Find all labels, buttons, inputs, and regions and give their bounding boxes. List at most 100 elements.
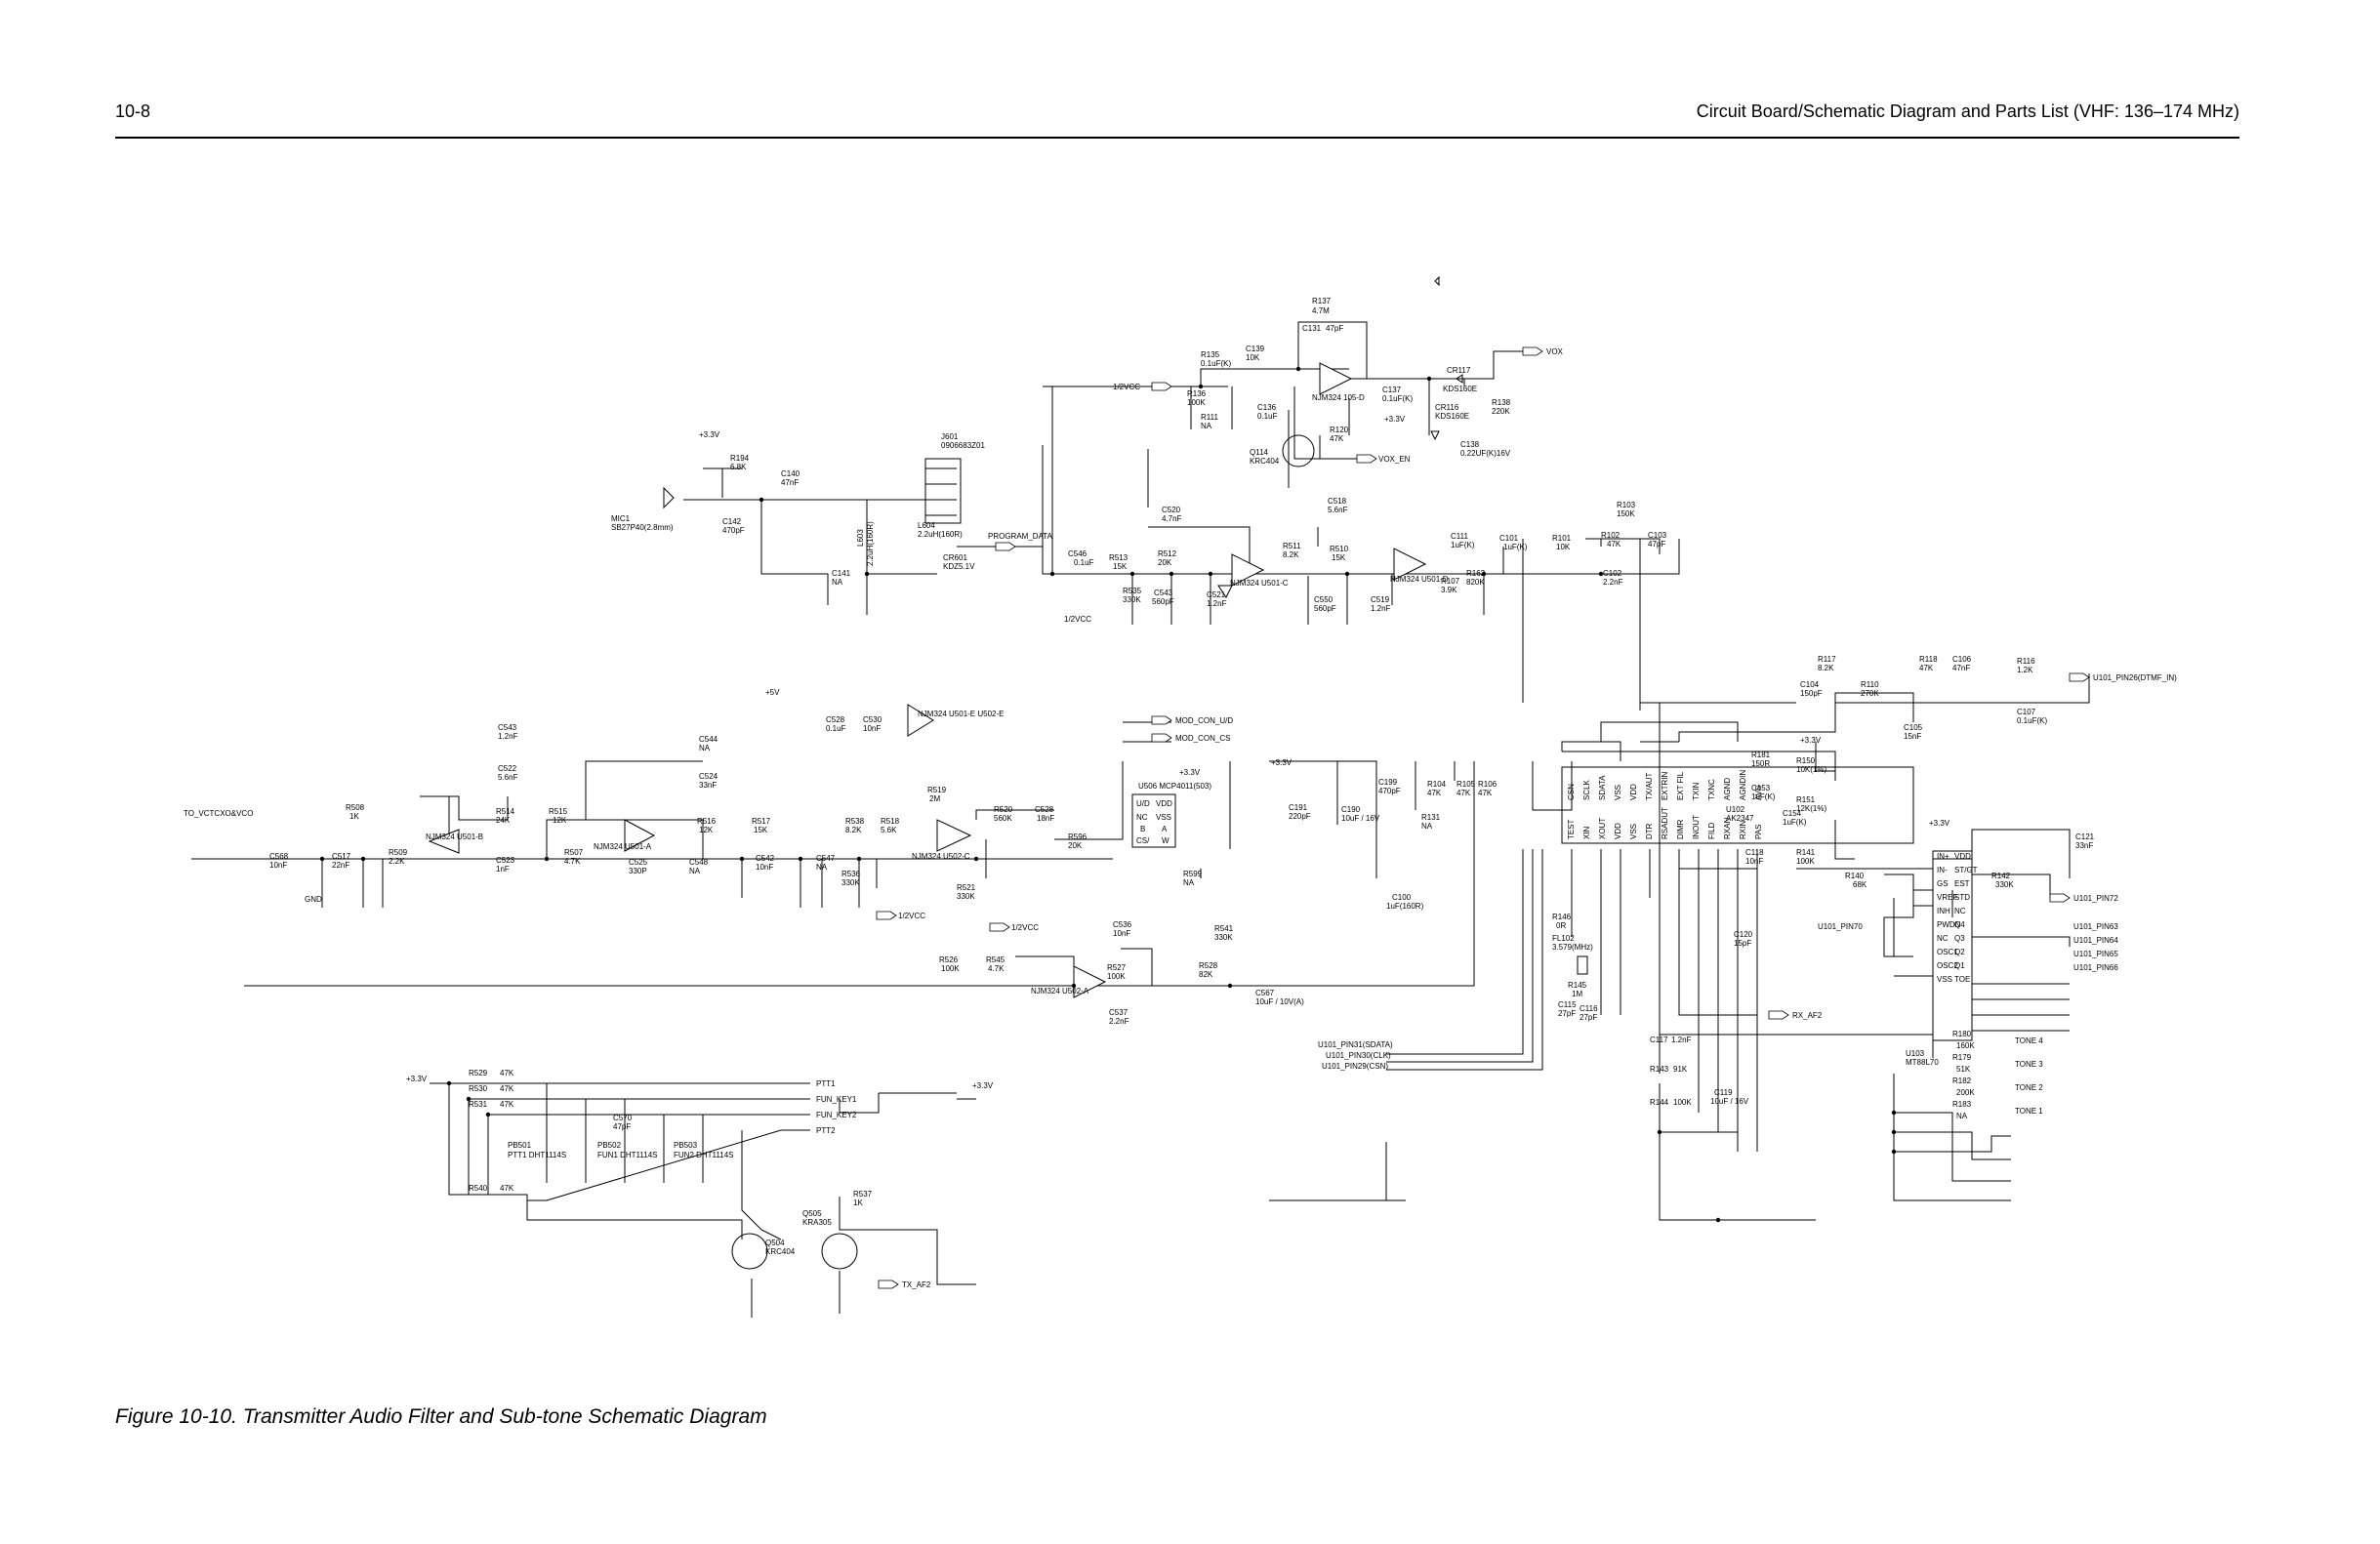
u103-pin-pwdn: PWDN (1937, 920, 1961, 929)
svg-text:91K: 91K (1673, 1065, 1688, 1074)
label-r510: R510 (1330, 545, 1349, 553)
svg-text:470pF: 470pF (722, 526, 745, 535)
svg-text:AK2347: AK2347 (1726, 814, 1754, 823)
svg-text:1.2nF: 1.2nF (1371, 604, 1391, 613)
label-c567: C567 (1255, 989, 1275, 997)
chip-u506 (1131, 793, 1176, 848)
label-u501c: NJM324 U501-C (1230, 579, 1289, 588)
net-clk: U101_PIN30(CLK) (1326, 1051, 1391, 1060)
label-u501b: NJM324 U501-B (426, 833, 483, 841)
svg-text:150pF: 150pF (1800, 689, 1823, 698)
svg-text:FUN1 DHT1114S: FUN1 DHT1114S (597, 1151, 658, 1159)
svg-text:1uF(K): 1uF(K) (1503, 543, 1528, 551)
tag-rx-af2 (1768, 1010, 1789, 1020)
svg-text:KDS160E: KDS160E (1443, 385, 1477, 393)
label-c525: C525 (629, 858, 648, 867)
label-r101: R101 (1552, 534, 1572, 543)
svg-text:47K: 47K (1478, 789, 1493, 797)
net-half-vcc-1: 1/2VCC (1113, 383, 1140, 391)
svg-text:33nF: 33nF (699, 781, 717, 790)
svg-text:150R: 150R (1751, 759, 1770, 768)
svg-text:20K: 20K (1068, 841, 1083, 850)
net-plus33-q505: +3.3V (972, 1081, 994, 1090)
svg-text:560pF: 560pF (1314, 604, 1336, 613)
svg-text:VDD: VDD (1629, 784, 1638, 800)
label-r518: R518 (881, 817, 900, 826)
svg-text:VDD: VDD (1156, 799, 1172, 808)
svg-text:1.2nF: 1.2nF (1671, 1036, 1692, 1044)
op-amp-njm324-105d (1319, 362, 1353, 395)
svg-text:DTR: DTR (1645, 823, 1654, 839)
svg-text:Q4: Q4 (1954, 920, 1965, 929)
net-fun-key1: FUN_KEY1 (816, 1095, 857, 1104)
svg-text:8.2K: 8.2K (845, 826, 862, 834)
svg-text:330P: 330P (629, 867, 647, 875)
svg-text:EXT FIL: EXT FIL (1676, 771, 1685, 800)
u103-pin-inh: INH (1937, 907, 1950, 915)
label-c116: C116 (1580, 1004, 1598, 1013)
label-r107: R107 (1441, 577, 1460, 586)
svg-text:TX/AUT: TX/AUT (1645, 772, 1654, 800)
svg-text:330K: 330K (957, 892, 975, 901)
net-plus33-u506: +3.3V (1179, 768, 1201, 777)
label-c106: C106 (1952, 655, 1972, 664)
label-c140: C140 (781, 469, 800, 478)
svg-text:270K: 270K (1861, 689, 1879, 698)
net-half-vcc-4: 1/2VCC (1011, 923, 1039, 932)
svg-text:INOUT: INOUT (1692, 815, 1701, 839)
svg-text:12K: 12K (699, 826, 714, 834)
label-r514: R514 (496, 807, 515, 816)
svg-text:VSS: VSS (1614, 785, 1622, 800)
svg-text:15K: 15K (754, 826, 768, 834)
transistors (731, 434, 1315, 1270)
label-c568: C568 (269, 852, 289, 861)
svg-text:VSS: VSS (1156, 813, 1171, 822)
label-c522: C522 (498, 764, 517, 773)
label-c544: C544 (699, 735, 718, 744)
u103-pin-in-minus: IN- (1937, 866, 1948, 874)
svg-text:Q3: Q3 (1954, 934, 1965, 943)
svg-text:18nF: 18nF (1037, 814, 1054, 823)
label-r106: R106 (1478, 780, 1498, 789)
label-r162: R162 (1466, 569, 1486, 578)
svg-text:330K: 330K (841, 878, 860, 887)
svg-text:W: W (1162, 836, 1169, 845)
label-105d: NJM324 105-D (1312, 393, 1365, 402)
net-plus33-ak: +3.3V (1271, 758, 1293, 767)
label-c521: C521 (1207, 590, 1226, 599)
transistor-q114 (1282, 434, 1315, 467)
net-tone1: TONE 1 (2015, 1107, 2043, 1116)
label-r536: R536 (841, 870, 861, 878)
svg-text:1.2nF: 1.2nF (1207, 599, 1227, 608)
tag-half-vcc-top (1151, 382, 1172, 391)
net-plus33-ptt: +3.3V (406, 1075, 428, 1083)
label-r194: R194 (730, 454, 750, 463)
svg-text:20K: 20K (1158, 558, 1172, 567)
label-c543b: C543 (498, 723, 517, 732)
label-c136: C136 (1257, 403, 1277, 412)
label-c154: C154 (1783, 809, 1802, 818)
svg-text:47pF: 47pF (613, 1122, 631, 1131)
net-gnd: GND (305, 895, 322, 904)
label-mic1: MIC1 (611, 514, 631, 523)
tag-half-vcc-mid (876, 911, 897, 920)
label-c119: C119 (1714, 1088, 1733, 1097)
label-r110: R110 (1861, 680, 1879, 689)
svg-text:10nF: 10nF (1745, 857, 1763, 866)
svg-text:10uF / 10V(A): 10uF / 10V(A) (1255, 997, 1304, 1006)
label-c523: C523 (496, 856, 515, 865)
svg-text:820K: 820K (1466, 578, 1485, 587)
labels: VOX VOX_EN 1/2VCC 1/2VCC PROGRAM_DATA +3… (184, 297, 2177, 1289)
diode-cr601 (1217, 585, 1233, 598)
label-j601: J601 (941, 432, 959, 441)
label-l603: L603 (856, 529, 865, 547)
label-r146: R146 (1552, 913, 1572, 921)
label-r143: R143 (1650, 1065, 1669, 1074)
net-mod-con-cs: MOD_CON_CS (1175, 734, 1230, 743)
svg-text:10nF: 10nF (269, 861, 287, 870)
svg-text:EXTRIN: EXTRIN (1661, 771, 1669, 800)
svg-text:100K: 100K (941, 964, 960, 973)
svg-text:27pF: 27pF (1558, 1009, 1576, 1018)
u506-pin-cs: CS/ (1136, 836, 1150, 845)
op-amp-u501c (1231, 553, 1265, 587)
